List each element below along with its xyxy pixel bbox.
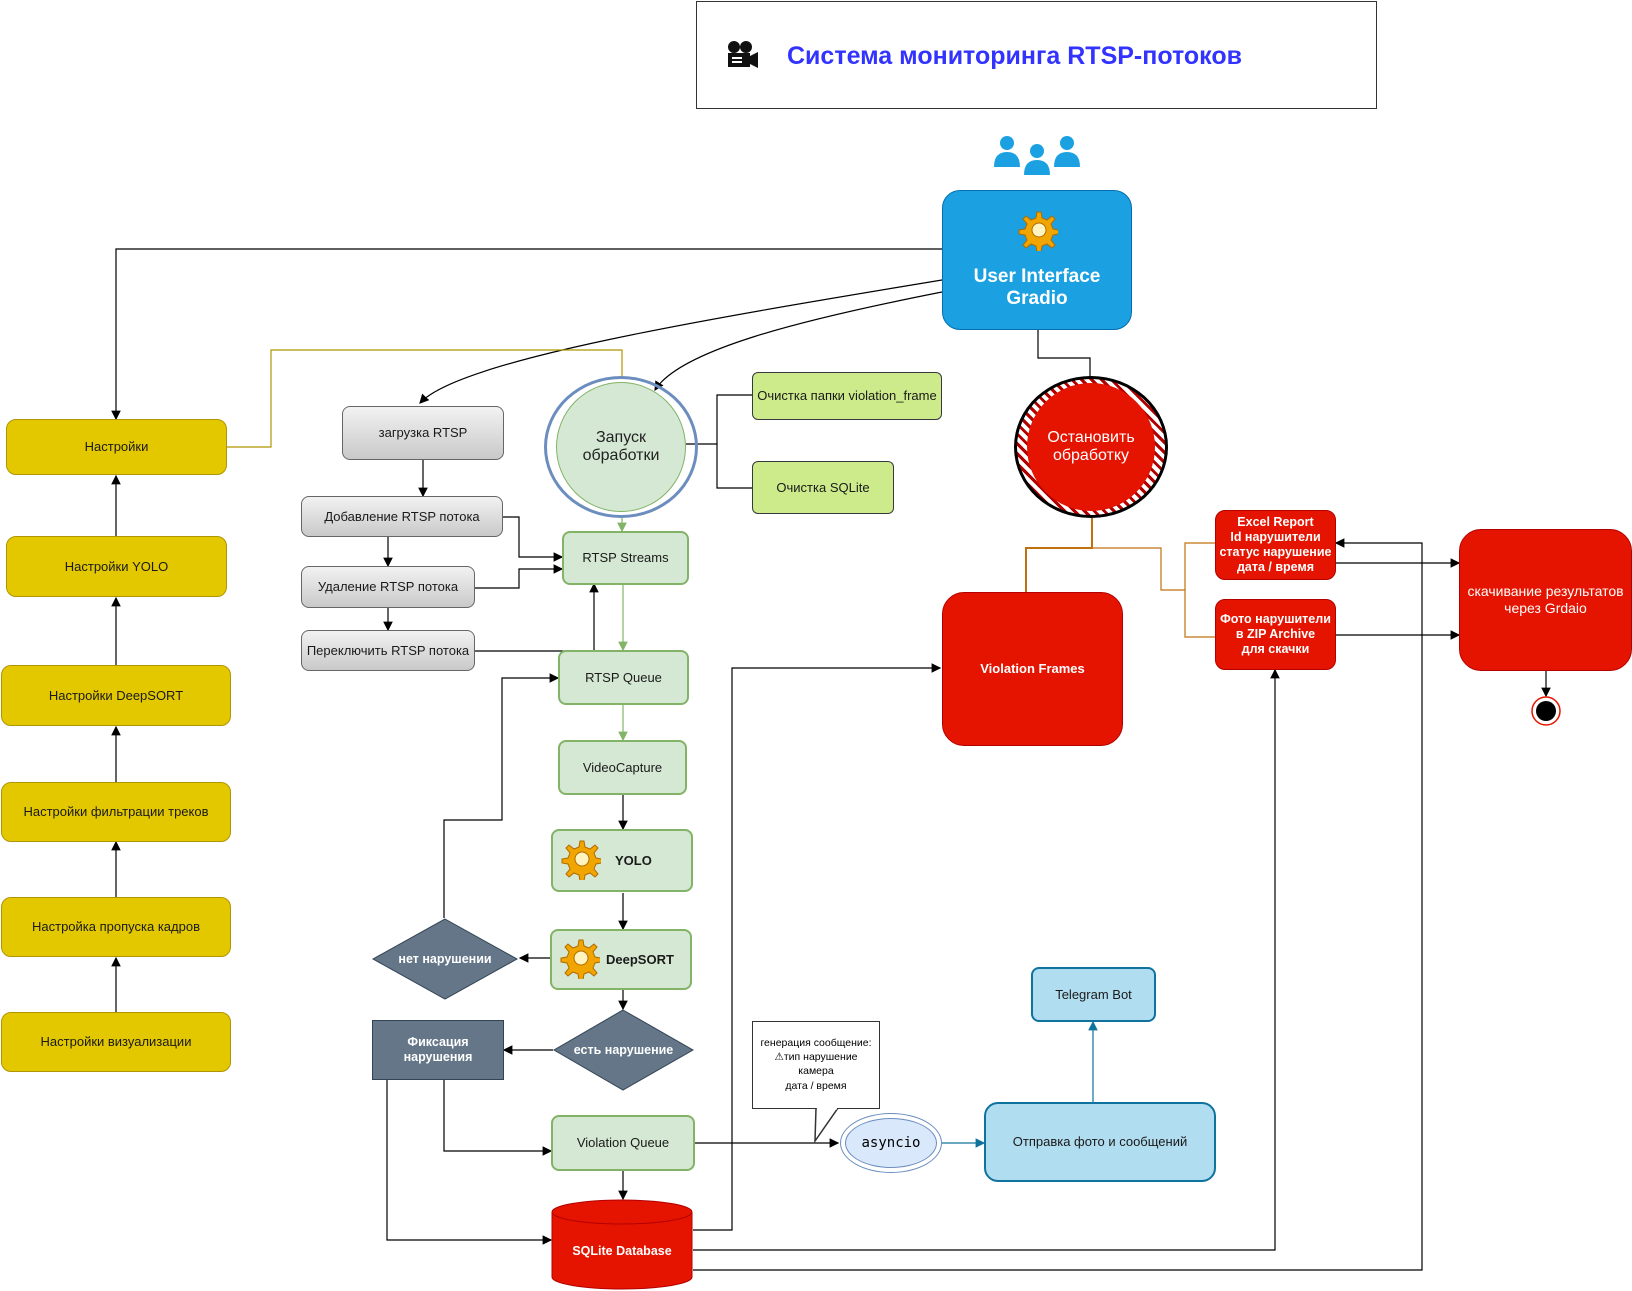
rtsp-add-node[interactable]: Добавление RTSP потока bbox=[301, 496, 503, 537]
settings-vis-node[interactable]: Настройки визуализации bbox=[1, 1012, 231, 1072]
deepsort-node[interactable]: DeepSORT bbox=[550, 929, 692, 990]
asyncio-label: asyncio bbox=[845, 1118, 937, 1168]
sqlite-database-node[interactable]: SQLite Database bbox=[551, 1199, 693, 1291]
photo-line-3: для скачки bbox=[1241, 642, 1310, 656]
no-violation-diamond[interactable]: нет нарушении bbox=[372, 918, 518, 1000]
callout-line-3: камера bbox=[798, 1065, 834, 1078]
download-line-2: через Grdaio bbox=[1504, 600, 1587, 616]
callout-line-4: дата / время bbox=[785, 1079, 847, 1092]
video-camera-icon bbox=[725, 40, 759, 77]
excel-line-4: дата / время bbox=[1236, 560, 1315, 574]
violation-queue-node[interactable]: Violation Queue bbox=[551, 1115, 695, 1171]
asyncio-node[interactable]: asyncio bbox=[840, 1113, 942, 1173]
rtsp-streams-node[interactable]: RTSP Streams bbox=[562, 531, 689, 585]
settings-skip-node[interactable]: Настройка пропуска кадров bbox=[1, 897, 231, 957]
user-interface-node[interactable]: User Interface Gradio bbox=[942, 190, 1132, 330]
start-label-line1: Запуск bbox=[595, 429, 647, 446]
excel-report-node[interactable]: Excel Report Id нарушители статус наруше… bbox=[1215, 510, 1336, 580]
end-node bbox=[1531, 696, 1561, 726]
telegram-bot-node[interactable]: Telegram Bot bbox=[1031, 967, 1156, 1022]
settings-filter-node[interactable]: Настройки фильтрации треков bbox=[1, 782, 231, 842]
fix-violation-node[interactable]: Фиксация нарушения bbox=[372, 1020, 504, 1080]
download-results-node[interactable]: скачивание результатов через Grdaio bbox=[1459, 529, 1632, 671]
callout-pointer bbox=[814, 1108, 839, 1144]
start-processing-node[interactable]: Запуск обработки bbox=[544, 376, 698, 518]
settings-deepsort-node[interactable]: Настройки DeepSORT bbox=[1, 665, 231, 726]
gear-icon bbox=[559, 838, 603, 884]
stop-label-line2: обработку bbox=[1052, 447, 1130, 464]
message-callout: генерация сообщение: ⚠тип нарушение каме… bbox=[752, 1021, 880, 1109]
photo-zip-node[interactable]: Фото нарушители в ZIP Archive для скачки bbox=[1215, 599, 1336, 670]
yolo-label: YOLO bbox=[615, 852, 652, 868]
has-violation-diamond[interactable]: есть нарушение bbox=[553, 1009, 694, 1091]
has-violation-label: есть нарушение bbox=[573, 1042, 674, 1057]
no-violation-label: нет нарушении bbox=[398, 951, 492, 966]
rtsp-switch-node[interactable]: Переключить RTSP потока bbox=[301, 630, 475, 671]
clean-sqlite-node[interactable]: Очистка SQLite bbox=[752, 461, 894, 514]
photo-line-1: Фото нарушители bbox=[1220, 612, 1331, 626]
callout-line-2: ⚠тип нарушение bbox=[774, 1051, 858, 1064]
callout-line-1: генерация сообщение: bbox=[760, 1037, 872, 1049]
violation-frames-node[interactable]: Violation Frames bbox=[942, 592, 1123, 746]
send-photo-node[interactable]: Отправка фото и сообщений bbox=[984, 1102, 1216, 1182]
gear-icon bbox=[558, 937, 602, 983]
excel-line-1: Excel Report bbox=[1237, 515, 1314, 529]
ui-title-line2: Gradio bbox=[1006, 288, 1068, 310]
settings-yolo-node[interactable]: Настройки YOLO bbox=[6, 536, 227, 597]
diagram-title: Система мониторинга RTSP-потоков bbox=[787, 42, 1243, 70]
users-icon bbox=[992, 135, 1082, 182]
yolo-node[interactable]: YOLO bbox=[551, 829, 693, 892]
videocapture-node[interactable]: VideoCapture bbox=[558, 740, 687, 795]
deepsort-label: DeepSORT bbox=[606, 951, 674, 967]
start-label-line2: обработки bbox=[582, 447, 660, 464]
excel-line-3: статус нарушение bbox=[1219, 545, 1332, 559]
sqlite-database-label: SQLite Database bbox=[572, 1243, 672, 1258]
gear-icon bbox=[1016, 209, 1060, 258]
excel-line-2: Id нарушители bbox=[1230, 530, 1321, 544]
ui-title-line1: User Interface bbox=[973, 265, 1101, 287]
rtsp-delete-node[interactable]: Удаление RTSP потока bbox=[301, 566, 475, 608]
title-box: Система мониторинга RTSP-потоков bbox=[696, 1, 1377, 109]
settings-node[interactable]: Настройки bbox=[6, 419, 227, 475]
photo-line-2: в ZIP Archive bbox=[1235, 627, 1316, 641]
stop-processing-node[interactable]: Остановить обработку bbox=[1014, 376, 1168, 518]
download-line-1: скачивание результатов bbox=[1467, 583, 1624, 600]
clean-folder-node[interactable]: Очистка папки violation_frame bbox=[752, 372, 942, 420]
rtsp-queue-node[interactable]: RTSP Queue bbox=[558, 650, 689, 705]
stop-label-line1: Остановить bbox=[1047, 429, 1135, 446]
rtsp-load-node[interactable]: загрузка RTSP bbox=[342, 406, 504, 460]
